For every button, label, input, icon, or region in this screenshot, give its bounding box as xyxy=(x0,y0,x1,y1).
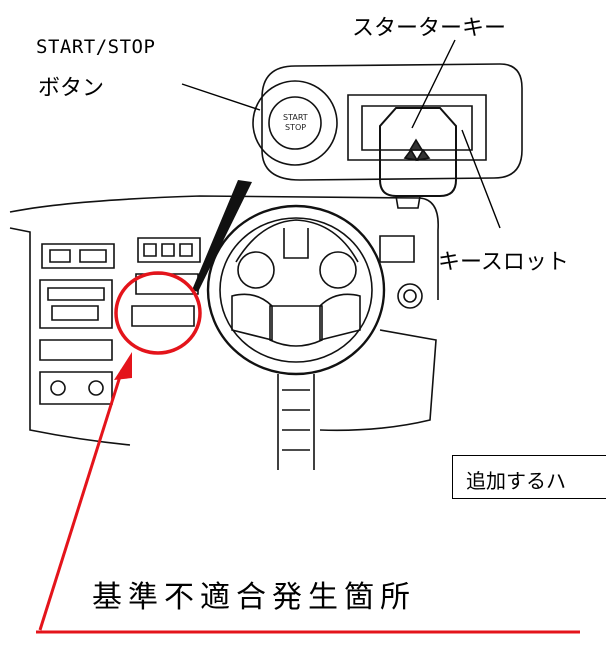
starter-key-slot-detail xyxy=(347,94,487,209)
highlight-arrow-line xyxy=(38,369,124,631)
callout-text: 追加するハ xyxy=(466,469,566,493)
start-stop-button-label: ボタン xyxy=(38,76,105,101)
start-stop-label: START/STOP xyxy=(36,36,156,58)
starter-key-label: スターターキー xyxy=(352,16,507,41)
start-stop-leader-line xyxy=(181,83,261,111)
starter-key-leader-line xyxy=(411,39,456,129)
nonconformity-label: 基準不適合発生箇所 xyxy=(92,580,416,615)
key-slot-leader-line xyxy=(461,129,501,229)
key-slot-label: キースロット xyxy=(438,250,569,275)
steering-wheel xyxy=(206,204,386,470)
callout-box xyxy=(452,455,606,499)
highlight-arrowhead xyxy=(114,352,132,380)
svg-text:STOP: STOP xyxy=(285,123,306,132)
pointer-wedge xyxy=(192,180,252,292)
highlight-circle xyxy=(114,271,202,355)
svg-text:START: START xyxy=(283,113,308,122)
start-stop-button-detail: START STOP xyxy=(252,63,523,181)
